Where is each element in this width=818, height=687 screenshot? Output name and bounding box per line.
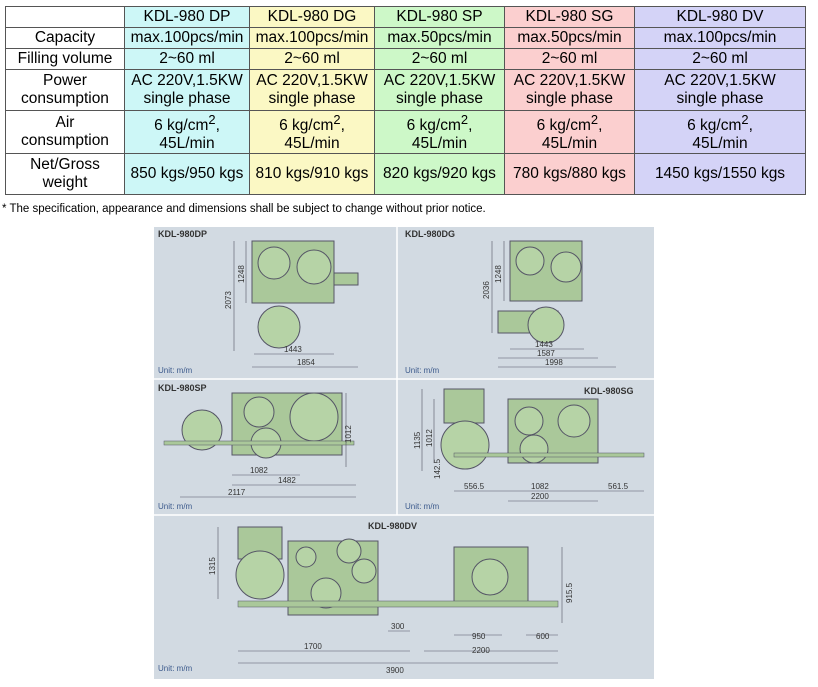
table-cell: 850 kgs/950 kgs (124, 153, 250, 196)
table-cell: 780 kgs/880 kgs (504, 153, 635, 196)
table-cell: max.100pcs/min (249, 27, 375, 49)
panel-title: KDL-980DG (405, 229, 455, 239)
panel-sp: KDL-980SP 1012 1082 1482 2117 Unit: m/m (158, 383, 356, 511)
dimension-label: 300 (391, 622, 405, 631)
spec-table: KDL-980 DP KDL-980 DG KDL-980 SP KDL-980… (5, 6, 806, 196)
dimension-label: 1012 (344, 425, 353, 443)
table-cell: max.50pcs/min (504, 27, 635, 49)
dimension-label: 1587 (537, 349, 555, 358)
dimension-label: 2036 (482, 281, 491, 299)
corner-cell (5, 6, 125, 28)
table-cell: 2~60 ml (634, 48, 806, 70)
dimension-label: 2117 (228, 488, 246, 497)
dimension-label: 2073 (224, 291, 233, 309)
dimension-label: 1248 (494, 265, 503, 283)
dimension-label: 1315 (208, 557, 217, 575)
model-header: KDL-980 SP (374, 6, 505, 28)
unit-label: Unit: m/m (158, 664, 193, 673)
panel-title: KDL-980SG (584, 386, 634, 396)
dimension-label: 3900 (386, 666, 404, 675)
panel-dv: KDL-980DV 1315 915.5 300 950 600 1700 22… (158, 521, 574, 675)
table-cell: 2~60 ml (504, 48, 635, 70)
table-cell: 2~60 ml (249, 48, 375, 70)
table-cell: 820 kgs/920 kgs (374, 153, 505, 196)
model-header: KDL-980 SG (504, 6, 635, 28)
dimension-label: 1482 (278, 476, 296, 485)
unit-label: Unit: m/m (158, 502, 193, 511)
dimension-label: 1998 (545, 358, 563, 367)
panel-dp: KDL-980DP 2073 1248 1443 1854 Unit: m/m (158, 229, 359, 375)
unit-label: Unit: m/m (405, 502, 440, 511)
row-label: Capacity (5, 27, 125, 49)
panel-title: KDL-980DV (368, 521, 417, 531)
table-cell: max.100pcs/min (124, 27, 250, 49)
row-label: Filling volume (5, 48, 125, 70)
table-cell: 1450 kgs/1550 kgs (634, 153, 806, 196)
dimension-label: 1082 (531, 482, 549, 491)
panel-dg: KDL-980DG 2036 1248 1443 1587 1998 Unit:… (405, 229, 616, 375)
machine-layout-drawing: KDL-980DP 2073 1248 1443 1854 Unit: m/m … (154, 227, 654, 679)
table-cell: 6 kg/cm2,45L/min (124, 109, 250, 155)
table-cell: max.100pcs/min (634, 27, 806, 49)
table-cell: 2~60 ml (374, 48, 505, 70)
table-cell: 6 kg/cm2,45L/min (634, 109, 806, 155)
dimension-label: 561.5 (608, 482, 629, 491)
panel-title: KDL-980SP (158, 383, 207, 393)
dimension-label: 1135 (413, 431, 422, 449)
dimension-label: 142.5 (433, 458, 442, 479)
unit-label: Unit: m/m (405, 366, 440, 375)
panel-sg: KDL-980SG 1135 1012 142.5 556.5 1082 220… (405, 386, 645, 511)
dimension-label: 915.5 (565, 582, 574, 603)
disclaimer-note: * The specification, appearance and dime… (2, 203, 486, 215)
unit-label: Unit: m/m (158, 366, 193, 375)
table-cell: max.50pcs/min (374, 27, 505, 49)
model-header: KDL-980 DV (634, 6, 806, 28)
dimension-label: 1012 (425, 429, 434, 447)
dimension-label: 950 (472, 632, 486, 641)
table-cell: 6 kg/cm2,45L/min (374, 109, 505, 155)
table-cell: 6 kg/cm2,45L/min (249, 109, 375, 155)
table-cell: 6 kg/cm2,45L/min (504, 109, 635, 155)
model-header: KDL-980 DG (249, 6, 375, 28)
model-header-row: KDL-980 DP KDL-980 DG KDL-980 SP KDL-980… (5, 6, 806, 28)
dimension-label: 1248 (237, 265, 246, 283)
filling-volume-row: Filling volume 2~60 ml 2~60 ml 2~60 ml 2… (5, 48, 806, 70)
dimension-label: 2200 (472, 646, 490, 655)
capacity-row: Capacity max.100pcs/min max.100pcs/min m… (5, 27, 806, 49)
model-header: KDL-980 DP (124, 6, 250, 28)
dimension-label: 1700 (304, 642, 322, 651)
table-cell: 2~60 ml (124, 48, 250, 70)
table-cell: 810 kgs/910 kgs (249, 153, 375, 196)
dimension-label: 1854 (297, 358, 315, 367)
dimension-label: 2200 (531, 492, 549, 501)
dimension-label: 1443 (284, 345, 302, 354)
dimension-label: 556.5 (464, 482, 485, 491)
dimension-label: 600 (536, 632, 550, 641)
panel-title: KDL-980DP (158, 229, 207, 239)
dimension-label: 1082 (250, 466, 268, 475)
dimension-label: 1443 (535, 340, 553, 349)
